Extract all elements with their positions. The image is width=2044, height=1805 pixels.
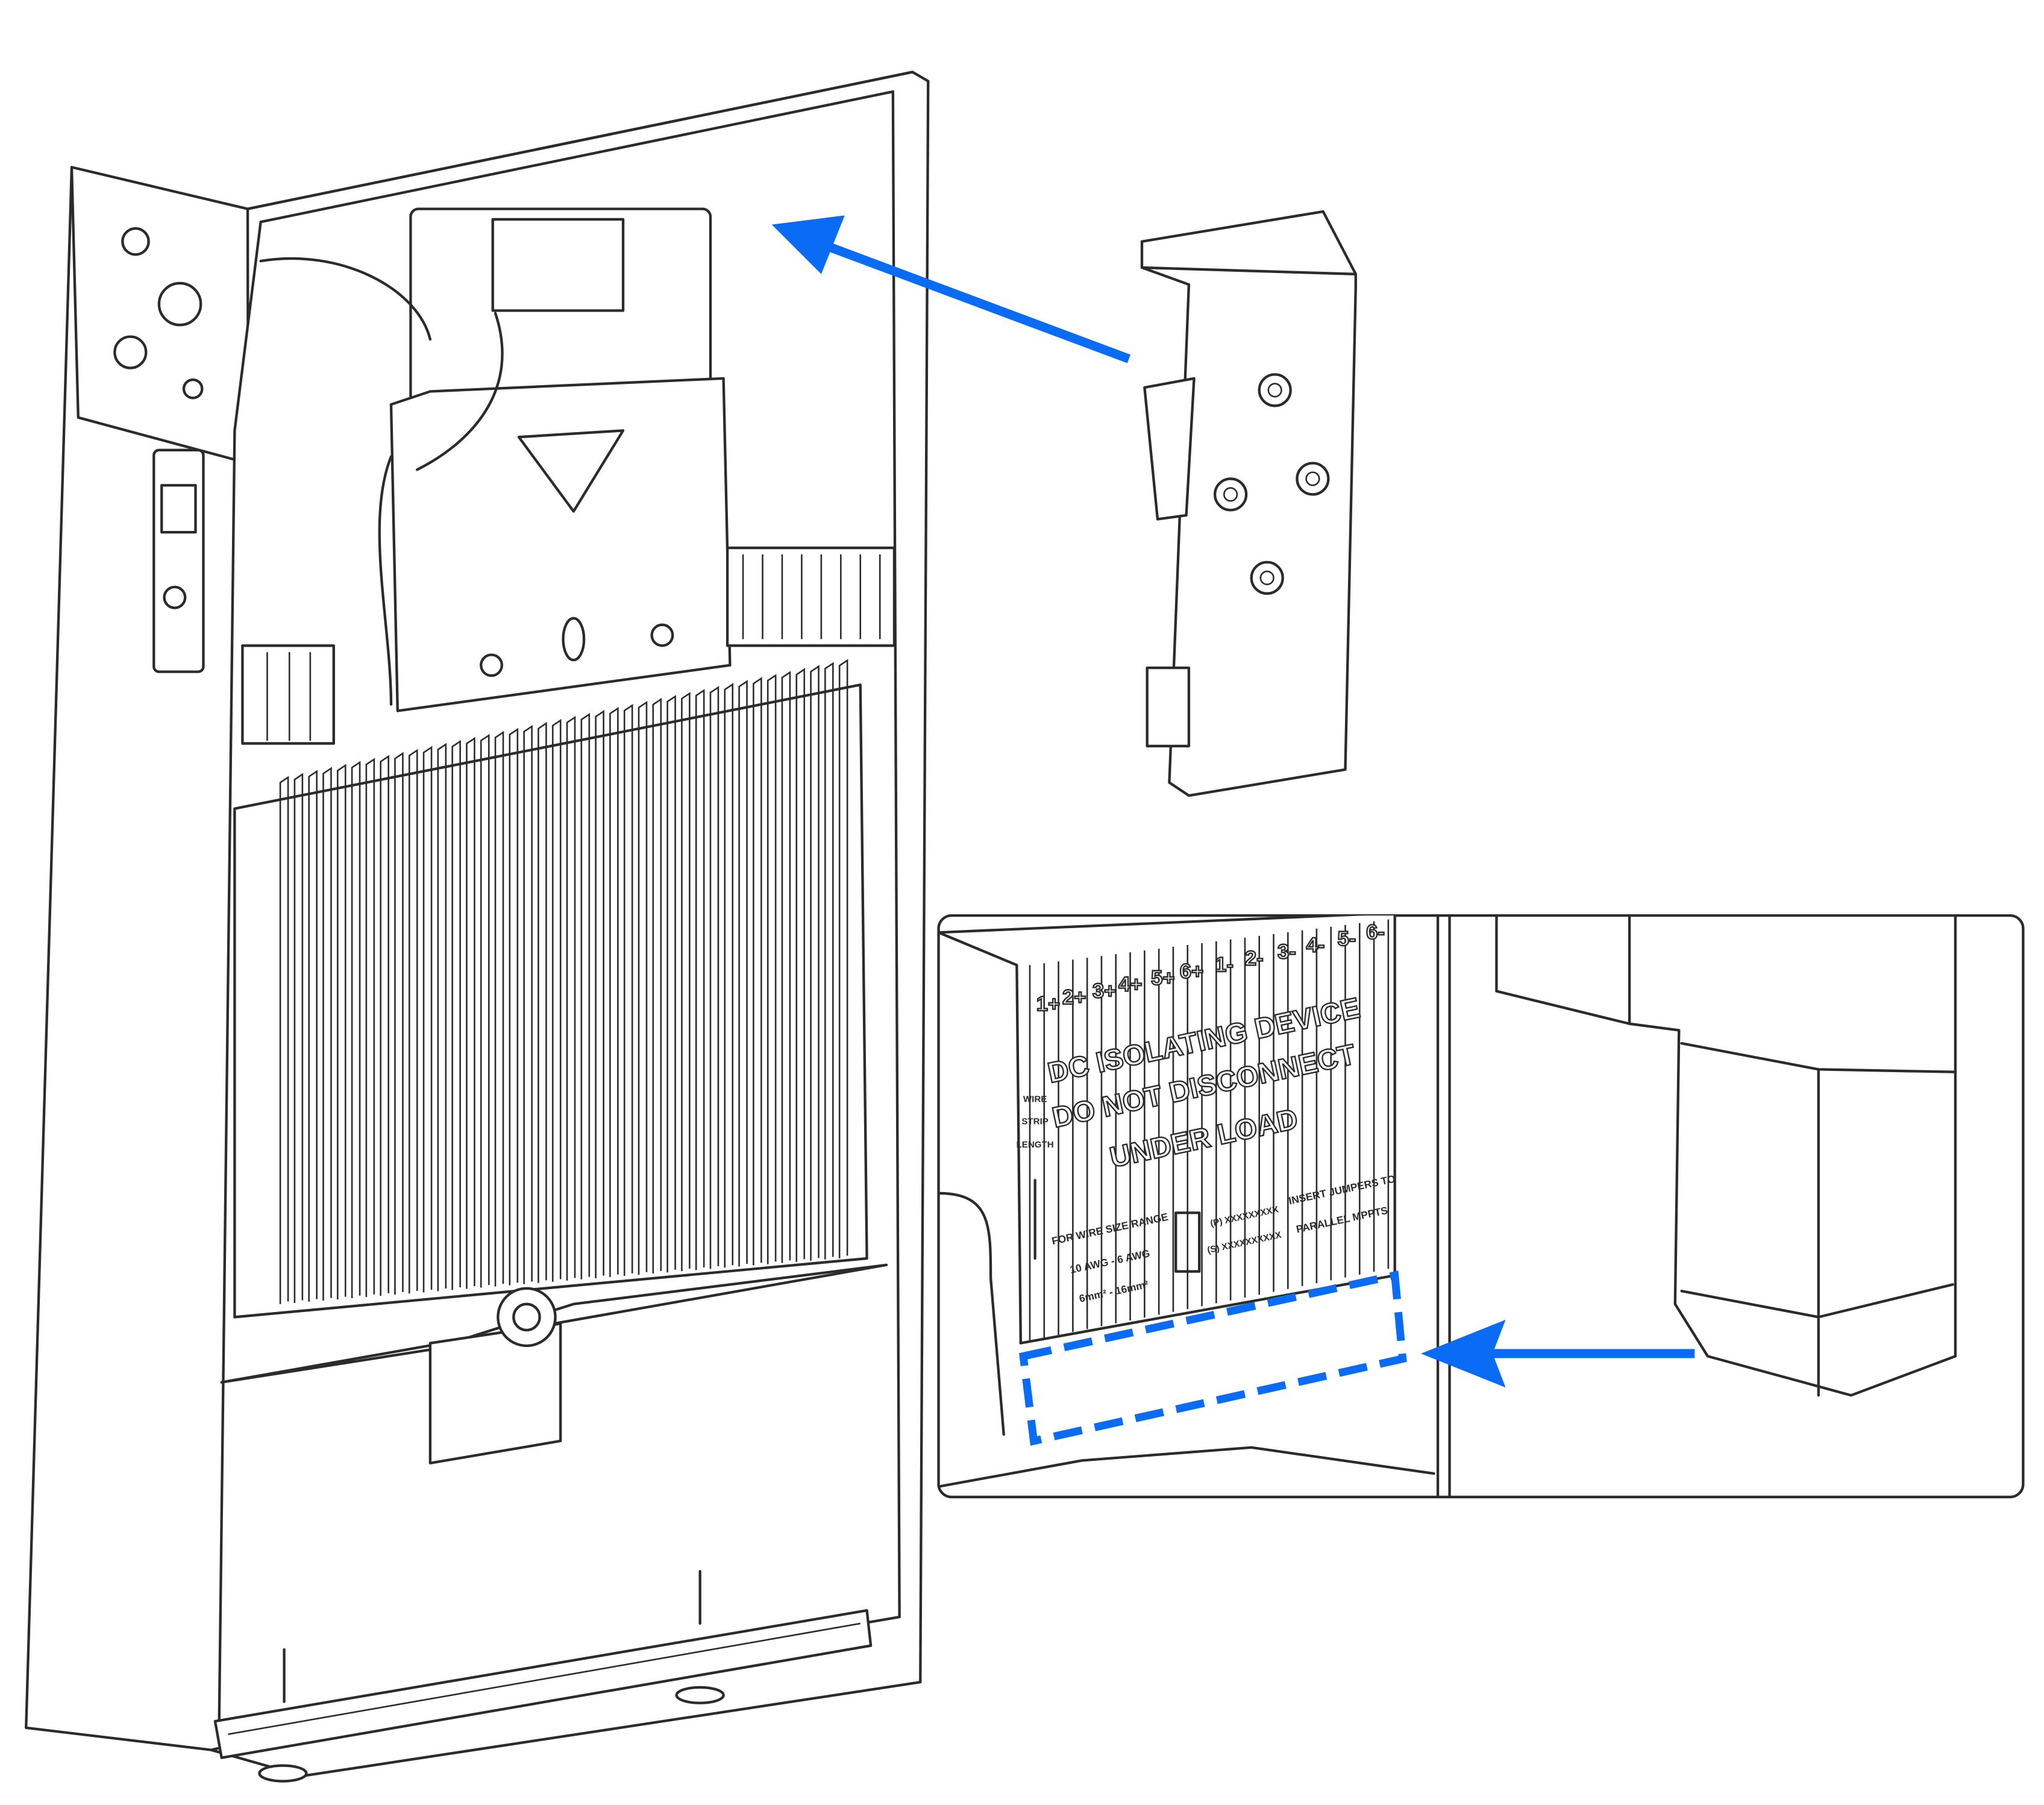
heatsink-fin	[509, 727, 519, 1285]
heatsink-fin	[810, 665, 820, 1261]
heatsink-fin	[308, 770, 318, 1302]
heatsink-fin	[623, 703, 633, 1276]
lower-compartment	[213, 1263, 888, 1783]
terminal-labels: 1+ 2+ 3+ 4+ 5+ 6+ 1- 2- 3- 4- 5- 6-	[1036, 920, 1385, 1016]
upper-compartment	[241, 207, 896, 745]
terminal-6-plus: 6+	[1180, 960, 1203, 983]
heatsink-fin	[451, 739, 461, 1290]
heatsink-fin	[666, 695, 676, 1273]
heatsink-fin	[523, 724, 533, 1284]
heatsink-fin	[566, 715, 576, 1281]
terminal-3-minus: 3-	[1278, 941, 1296, 964]
terminal-2-minus: 2-	[1245, 947, 1264, 970]
heatsink-fin	[738, 680, 748, 1267]
heatsink-fin	[365, 758, 375, 1298]
heatsink-fin	[422, 746, 433, 1293]
heatsink-fin	[595, 709, 604, 1278]
heatsink-fin	[538, 721, 547, 1283]
heatsink-fin	[753, 677, 762, 1266]
terminal-5-plus: 5+	[1151, 967, 1174, 990]
screw-holes	[1214, 373, 1330, 595]
terminal-6-minus: 6-	[1366, 921, 1385, 944]
knockout-holes	[113, 227, 204, 400]
terminal-1-minus: 1-	[1215, 953, 1234, 976]
heatsink-fin	[551, 718, 562, 1282]
heatsink-fin	[781, 671, 791, 1263]
label-stripes	[1029, 919, 1390, 1341]
strip-line-1: WIRE	[1023, 1094, 1047, 1104]
terminal-1-plus: 1+	[1036, 993, 1060, 1016]
heatsink-fin	[336, 764, 346, 1299]
terminal-5-minus: 5-	[1338, 928, 1356, 950]
inverter-cabinet	[25, 71, 930, 1783]
heatsink-fin	[638, 701, 648, 1275]
heatsink-fin	[695, 689, 705, 1270]
heatsink-fin	[838, 659, 848, 1258]
heatsink-fin	[580, 712, 591, 1279]
heatsink-fin	[824, 662, 834, 1260]
heatsink-fin	[766, 674, 777, 1264]
heatsink-fin	[351, 761, 361, 1299]
heatsink-fin	[494, 730, 504, 1287]
heatsink-fin	[437, 742, 447, 1292]
heatsink-fin	[322, 767, 332, 1301]
cover-plate	[1140, 210, 1357, 797]
heatsink-fin	[652, 698, 662, 1274]
heatsink-fin	[795, 668, 806, 1262]
heatsink-fin	[279, 776, 289, 1304]
heatsink-fin	[394, 752, 404, 1295]
install-arrow-cover	[771, 215, 1131, 363]
heatsink-fin	[681, 692, 691, 1272]
heatsink-fin	[293, 773, 304, 1303]
strip-line-2: STRIP	[1021, 1116, 1049, 1126]
label-box	[1174, 1211, 1201, 1273]
terminal-block	[742, 554, 881, 639]
heatsink	[233, 659, 868, 1319]
terminal-2-plus: 2+	[1062, 986, 1086, 1009]
strip-line-3: LENGTH	[1017, 1140, 1054, 1150]
detail-inset: DC ISOLATING DEVICE DO NOT DISCONNECT UN…	[937, 914, 2025, 1499]
terminal-3-plus: 3+	[1093, 979, 1116, 1002]
heatsink-fin	[466, 736, 475, 1289]
heatsink-fin	[380, 755, 389, 1296]
install-arrow-slot	[1420, 1319, 1695, 1388]
heatsink-fin	[724, 683, 734, 1268]
terminal-4-minus: 4-	[1306, 934, 1325, 957]
highlight-dashed-region	[1018, 1270, 1407, 1446]
heatsink-fin	[408, 749, 418, 1294]
terminal-4-plus: 4+	[1118, 973, 1142, 996]
heatsink-fin	[709, 686, 719, 1269]
side-switch	[152, 448, 205, 673]
heatsink-fin	[480, 733, 490, 1288]
heatsink-fin	[609, 706, 619, 1278]
